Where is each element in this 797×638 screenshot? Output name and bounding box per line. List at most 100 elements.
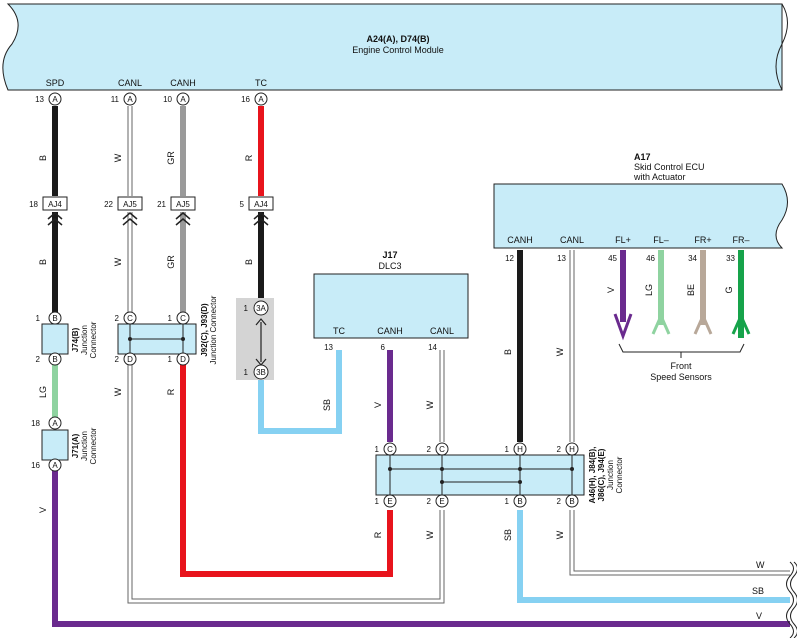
svg-text:18: 18 [29, 200, 38, 209]
svg-text:3A: 3A [256, 304, 266, 313]
skid-name-1: Skid Control ECU [634, 162, 705, 172]
label-r-3: R [373, 531, 383, 538]
svg-text:22: 22 [104, 200, 113, 209]
skid-name-2: with Actuator [633, 172, 686, 182]
j92-j93-junction-connector: C 2 C 1 D 2 D 1 J92(C), J93(D) Junction … [115, 295, 218, 366]
exit-label-v: V [756, 611, 762, 621]
svg-text:1: 1 [168, 355, 173, 364]
svg-text:CANH: CANH [507, 235, 533, 245]
label-lg-2: LG [644, 284, 654, 296]
svg-text:A: A [52, 419, 58, 428]
svg-text:2: 2 [36, 355, 41, 364]
svg-text:FR+: FR+ [694, 235, 711, 245]
label-gr-2: GR [166, 255, 176, 269]
svg-text:Speed Sensors: Speed Sensors [650, 372, 712, 382]
wire-color-labels: B B LG V W W W GR GR R R B SB V W B W V … [38, 151, 765, 621]
label-r-2: R [244, 154, 254, 161]
wire-canl-ecm [127, 106, 445, 604]
label-w-2: W [113, 257, 123, 266]
label-v-3: V [606, 287, 616, 293]
svg-text:1: 1 [244, 304, 249, 313]
label-be: BE [686, 284, 696, 296]
wire-skid-canl-w [569, 250, 790, 576]
ecm-terminal-canl: A 11 [111, 92, 137, 106]
svg-text:10: 10 [163, 95, 172, 104]
label-sb-1: SB [322, 399, 332, 411]
svg-text:1: 1 [168, 314, 173, 323]
svg-text:13: 13 [324, 343, 333, 352]
svg-text:13: 13 [557, 254, 566, 263]
svg-text:Junction: Junction [80, 325, 89, 355]
svg-text:45: 45 [608, 254, 617, 263]
svg-text:B: B [517, 497, 522, 506]
aj4-connector-tc: AJ4 5 [240, 196, 274, 226]
svg-text:Front: Front [670, 361, 692, 371]
svg-text:Junction Connector: Junction Connector [209, 295, 218, 364]
label-v-1: V [38, 507, 48, 513]
svg-text:E: E [439, 497, 444, 506]
label-sb-2: SB [503, 529, 513, 541]
svg-text:FL+: FL+ [615, 235, 631, 245]
svg-text:2: 2 [557, 445, 562, 454]
svg-text:D: D [127, 355, 133, 364]
label-lg-1: LG [38, 386, 48, 398]
aj-connectors: AJ4 18 AJ5 22 AJ5 21 AJ4 5 [29, 196, 274, 226]
dlc3-code: J17 [382, 250, 397, 260]
skid-control-ecu: A17 Skid Control ECU with Actuator CANH … [493, 152, 788, 263]
ecm-terminal-spd: A 13 [35, 92, 62, 106]
svg-text:Connector: Connector [615, 456, 624, 493]
aj4-connector-spd: AJ4 18 [29, 196, 68, 226]
svg-text:AJ4: AJ4 [254, 200, 268, 209]
svg-text:1: 1 [375, 497, 380, 506]
svg-text:AJ5: AJ5 [123, 200, 137, 209]
svg-text:A: A [180, 95, 186, 104]
svg-text:TC: TC [333, 326, 345, 336]
label-r-1: R [166, 388, 176, 395]
splice-3a-3b: 3A 1 3B 1 [236, 298, 274, 380]
svg-text:5: 5 [240, 200, 245, 209]
svg-text:Connector: Connector [89, 427, 98, 464]
svg-text:C: C [439, 445, 445, 454]
label-w-6: W [425, 530, 435, 539]
wire-v-bottom [52, 470, 790, 627]
exit-label-w: W [756, 560, 765, 570]
svg-text:B: B [52, 355, 57, 364]
svg-text:3B: 3B [256, 368, 266, 377]
label-g: G [724, 286, 734, 293]
svg-text:H: H [517, 445, 523, 454]
ecm-pin-spd-label: SPD [46, 78, 65, 88]
svg-text:J92(C), J93(D): J92(C), J93(D) [200, 303, 209, 357]
svg-text:34: 34 [688, 254, 697, 263]
svg-text:1: 1 [36, 314, 41, 323]
svg-text:D: D [180, 355, 186, 364]
svg-text:21: 21 [157, 200, 166, 209]
front-speed-sensors-label: Front Speed Sensors [650, 361, 712, 382]
svg-text:16: 16 [31, 461, 40, 470]
svg-text:A: A [52, 461, 58, 470]
sensor-bracket [618, 343, 745, 353]
dlc3-connector: J17 DLC3 TC CANH CANL 13 6 14 [313, 250, 469, 352]
svg-text:J71(A): J71(A) [71, 433, 80, 458]
wire-sb-right [517, 510, 790, 603]
ecm-pin-terminals: A 13 A 11 A 10 A 16 [35, 92, 268, 106]
label-b-3: B [244, 259, 254, 265]
right-break-mark [786, 561, 797, 638]
svg-text:14: 14 [428, 343, 437, 352]
exit-label-sb: SB [752, 586, 764, 596]
svg-text:J74(B): J74(B) [71, 327, 80, 352]
svg-text:C: C [387, 445, 393, 454]
ecm-pin-tc-label: TC [255, 78, 267, 88]
svg-text:A: A [127, 95, 133, 104]
sensor-arrows [613, 312, 751, 358]
svg-text:A: A [258, 95, 264, 104]
label-w-4: W [425, 400, 435, 409]
svg-text:CANL: CANL [430, 326, 454, 336]
svg-text:Connector: Connector [89, 321, 98, 358]
svg-text:B: B [569, 497, 574, 506]
svg-text:33: 33 [726, 254, 735, 263]
aj5-connector-canl: AJ5 22 [104, 196, 143, 226]
skid-code: A17 [634, 152, 651, 162]
label-v-2: V [373, 402, 383, 408]
